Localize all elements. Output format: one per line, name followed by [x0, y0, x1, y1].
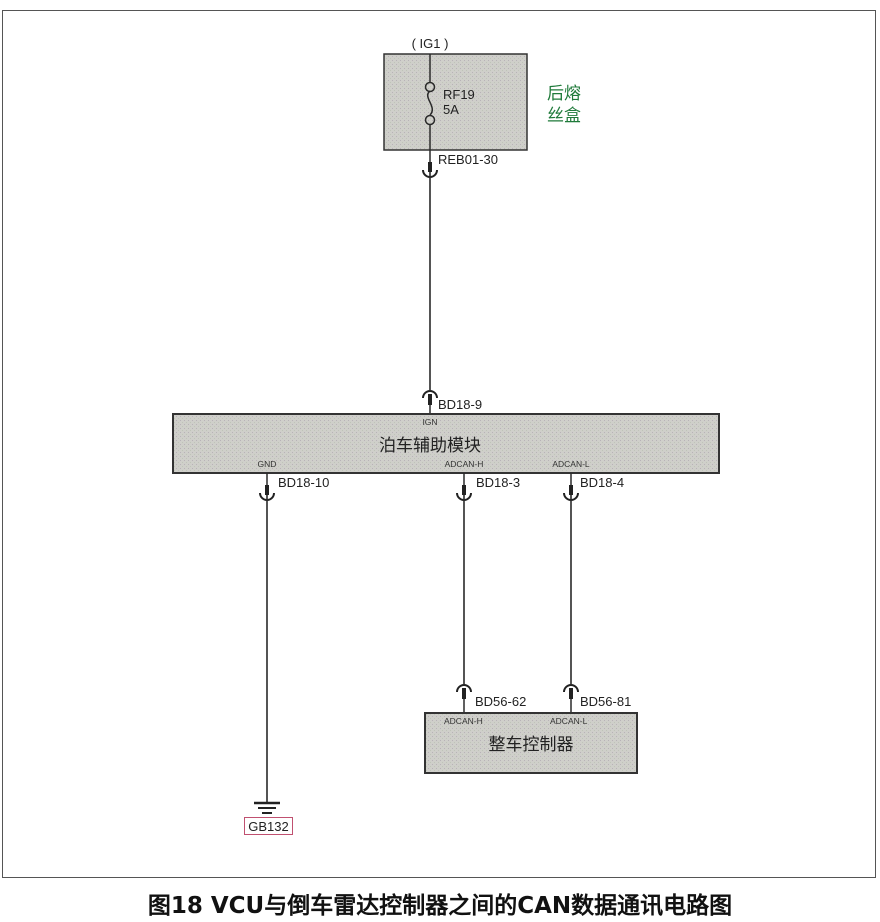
pin-adcan-l: ADCAN-L	[550, 716, 588, 726]
diagram-frame	[2, 10, 876, 878]
pin-ign: IGN	[422, 417, 437, 427]
figure-caption: 图18 VCU与倒车雷达控制器之间的CAN数据通讯电路图	[148, 892, 732, 919]
connector-label: BD18-3	[476, 475, 520, 490]
fuse-box-name-line1: 后熔	[547, 84, 581, 104]
fuse-id: RF19	[443, 87, 475, 102]
ground-label: GB132	[244, 817, 293, 835]
connector-bd18-9: BD18-9	[422, 390, 482, 414]
connector-reb01-30: REB01-30	[422, 150, 498, 178]
fuse-rating: 5A	[443, 102, 459, 117]
parking-assist-module: IGN 泊车辅助模块 GND ADCAN-H ADCAN-L	[172, 413, 720, 474]
pin-adcan-h: ADCAN-H	[444, 716, 483, 726]
connector-bd18-10: BD18-10	[259, 473, 329, 501]
connector-label: BD18-4	[580, 475, 624, 490]
ground-id: GB132	[248, 819, 288, 834]
connector-label: BD18-9	[438, 397, 482, 412]
pin-gnd: GND	[258, 459, 277, 469]
vehicle-control-unit: ADCAN-H ADCAN-L 整车控制器	[424, 712, 638, 774]
fuse-box: ( IG1 ) RF19 5A 后熔 丝盒	[383, 36, 581, 151]
connector-label: BD56-62	[475, 694, 526, 709]
supply-label: ( IG1 )	[412, 36, 449, 51]
fuse-icon	[424, 81, 436, 126]
connector-label: REB01-30	[438, 152, 498, 167]
connector-label: BD56-81	[580, 694, 631, 709]
pin-adcan-l: ADCAN-L	[552, 459, 590, 469]
connector-bd18-4: BD18-4	[563, 473, 624, 501]
fuse-box-name-line2: 丝盒	[547, 106, 581, 126]
module-name: 泊车辅助模块	[379, 436, 481, 456]
pin-adcan-h: ADCAN-H	[445, 459, 484, 469]
vcu-name: 整车控制器	[489, 735, 574, 755]
connector-label: BD18-10	[278, 475, 329, 490]
connector-bd56-81: BD56-81	[563, 684, 631, 713]
ground-icon	[254, 801, 280, 814]
connector-bd18-3: BD18-3	[456, 473, 520, 501]
connector-bd56-62: BD56-62	[456, 684, 526, 713]
